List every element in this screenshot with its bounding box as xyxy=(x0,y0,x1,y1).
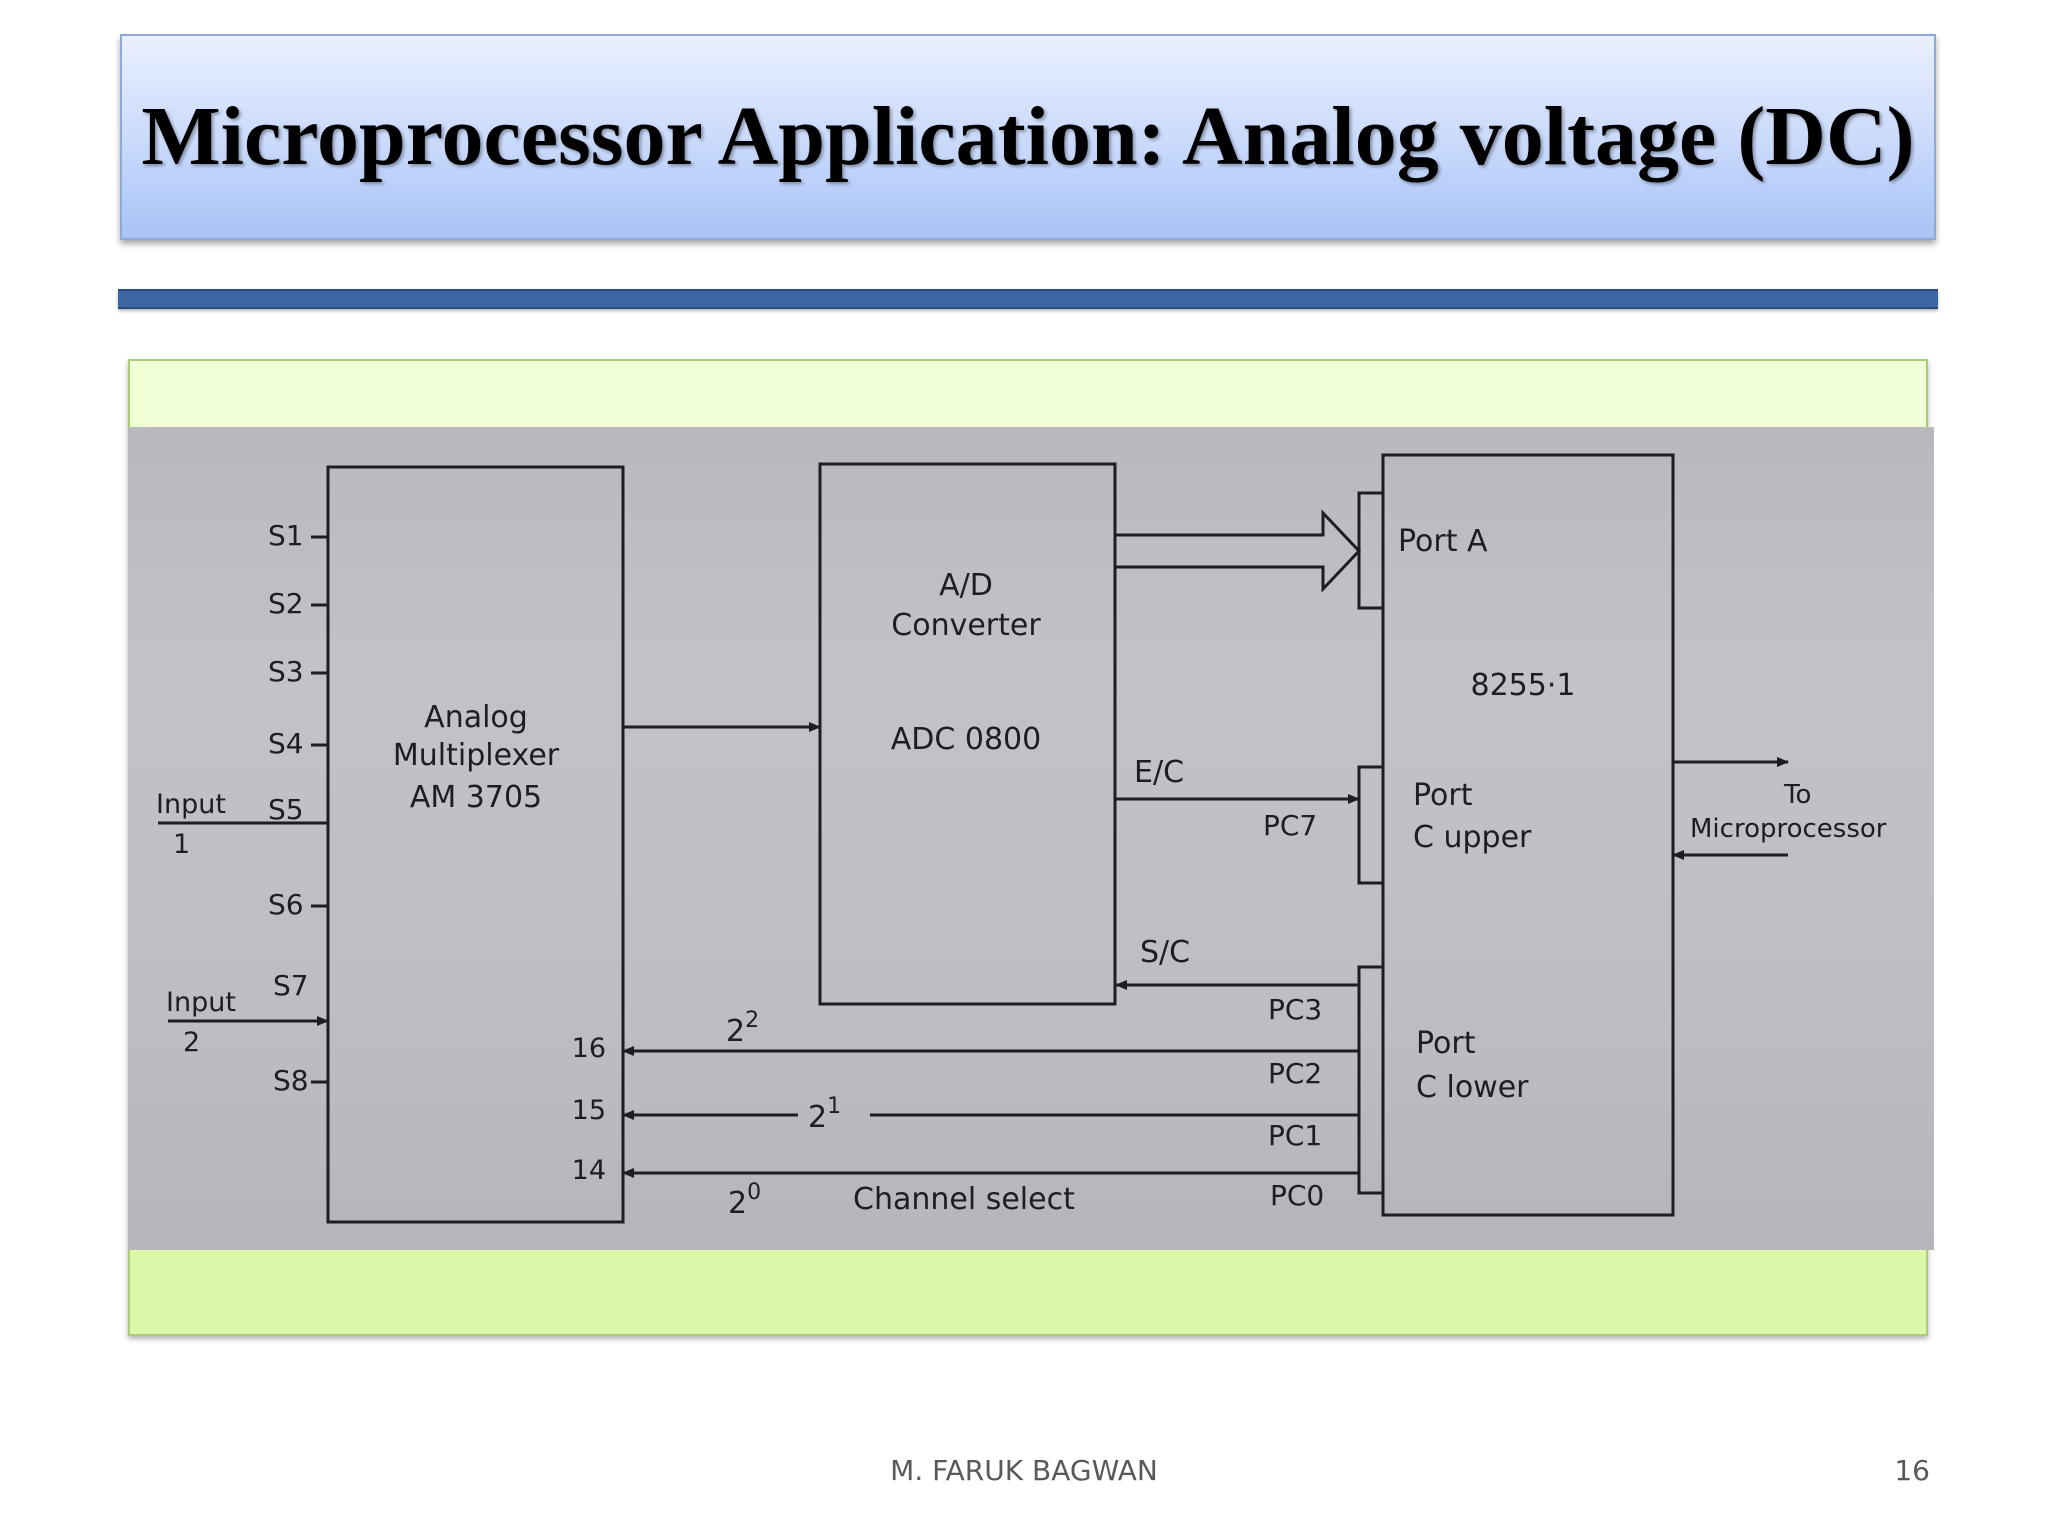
weight-2-zero: 20 xyxy=(728,1180,761,1221)
weight-2-first: 21 xyxy=(808,1094,841,1135)
pc1-label: PC1 xyxy=(1268,1119,1322,1152)
s5-label: S5 xyxy=(268,793,304,826)
s2-label: S2 xyxy=(268,587,304,620)
port-c-upper-label-1: Port xyxy=(1413,778,1473,813)
port-c-upper-label-2: C upper xyxy=(1413,820,1532,855)
mux-label-2: Multiplexer xyxy=(393,738,560,773)
pin-16-label: 16 xyxy=(572,1033,606,1064)
mux-label-1: Analog xyxy=(424,700,528,735)
port-a-label: Port A xyxy=(1398,524,1488,559)
mux-block xyxy=(326,465,625,1224)
adc-label-3: ADC 0800 xyxy=(891,722,1041,757)
port-c-lower-tab xyxy=(1357,965,1385,1195)
pc7-label: PC7 xyxy=(1263,809,1317,842)
input2-label: Input xyxy=(166,987,236,1018)
pin-15-label: 15 xyxy=(572,1095,606,1126)
weight-2-squared: 22 xyxy=(726,1008,759,1049)
port-c-lower-label-1: Port xyxy=(1416,1026,1476,1061)
port-a-tab xyxy=(1357,491,1385,610)
mux-label-3: AM 3705 xyxy=(410,780,542,815)
s3-label: S3 xyxy=(268,655,304,688)
title-divider xyxy=(118,289,1938,309)
adc-label-1: A/D xyxy=(939,568,993,603)
input1-label: Input xyxy=(156,789,226,820)
pin-14-label: 14 xyxy=(572,1155,606,1186)
ppi-chip-label: 8255·1 xyxy=(1471,668,1576,703)
block-diagram: Analog Multiplexer AM 3705 A/D Converter… xyxy=(156,453,1887,1224)
slide-title: Microprocessor Application: Analog volta… xyxy=(141,89,1915,183)
input2-number: 2 xyxy=(183,1027,200,1058)
port-c-lower-label-2: C lower xyxy=(1416,1070,1529,1105)
ec-label: E/C xyxy=(1134,755,1184,790)
block-diagram-photo: Analog Multiplexer AM 3705 A/D Converter… xyxy=(128,427,1934,1250)
pc0-label: PC0 xyxy=(1270,1179,1324,1212)
pc2-label: PC2 xyxy=(1268,1057,1322,1090)
s1-label: S1 xyxy=(268,519,304,552)
channel-select-label: Channel select xyxy=(853,1182,1075,1217)
s6-label: S6 xyxy=(268,888,304,921)
footer-author: M. FARUK BAGWAN xyxy=(890,1454,1158,1487)
page-number: 16 xyxy=(1894,1454,1930,1487)
adc-block xyxy=(818,462,1117,1006)
s8-label: S8 xyxy=(273,1064,309,1097)
title-box: Microprocessor Application: Analog volta… xyxy=(120,34,1936,240)
sc-label: S/C xyxy=(1140,935,1190,970)
input1-number: 1 xyxy=(173,829,190,860)
port-c-upper-tab xyxy=(1357,765,1385,885)
to-label: To xyxy=(1783,780,1811,810)
adc-label-2: Converter xyxy=(891,608,1041,643)
s4-label: S4 xyxy=(268,727,304,760)
pc3-label: PC3 xyxy=(1268,993,1322,1026)
s7-label: S7 xyxy=(273,969,309,1002)
microprocessor-label: Microprocessor xyxy=(1690,814,1887,844)
content-box-bottom-band xyxy=(128,1250,1928,1336)
